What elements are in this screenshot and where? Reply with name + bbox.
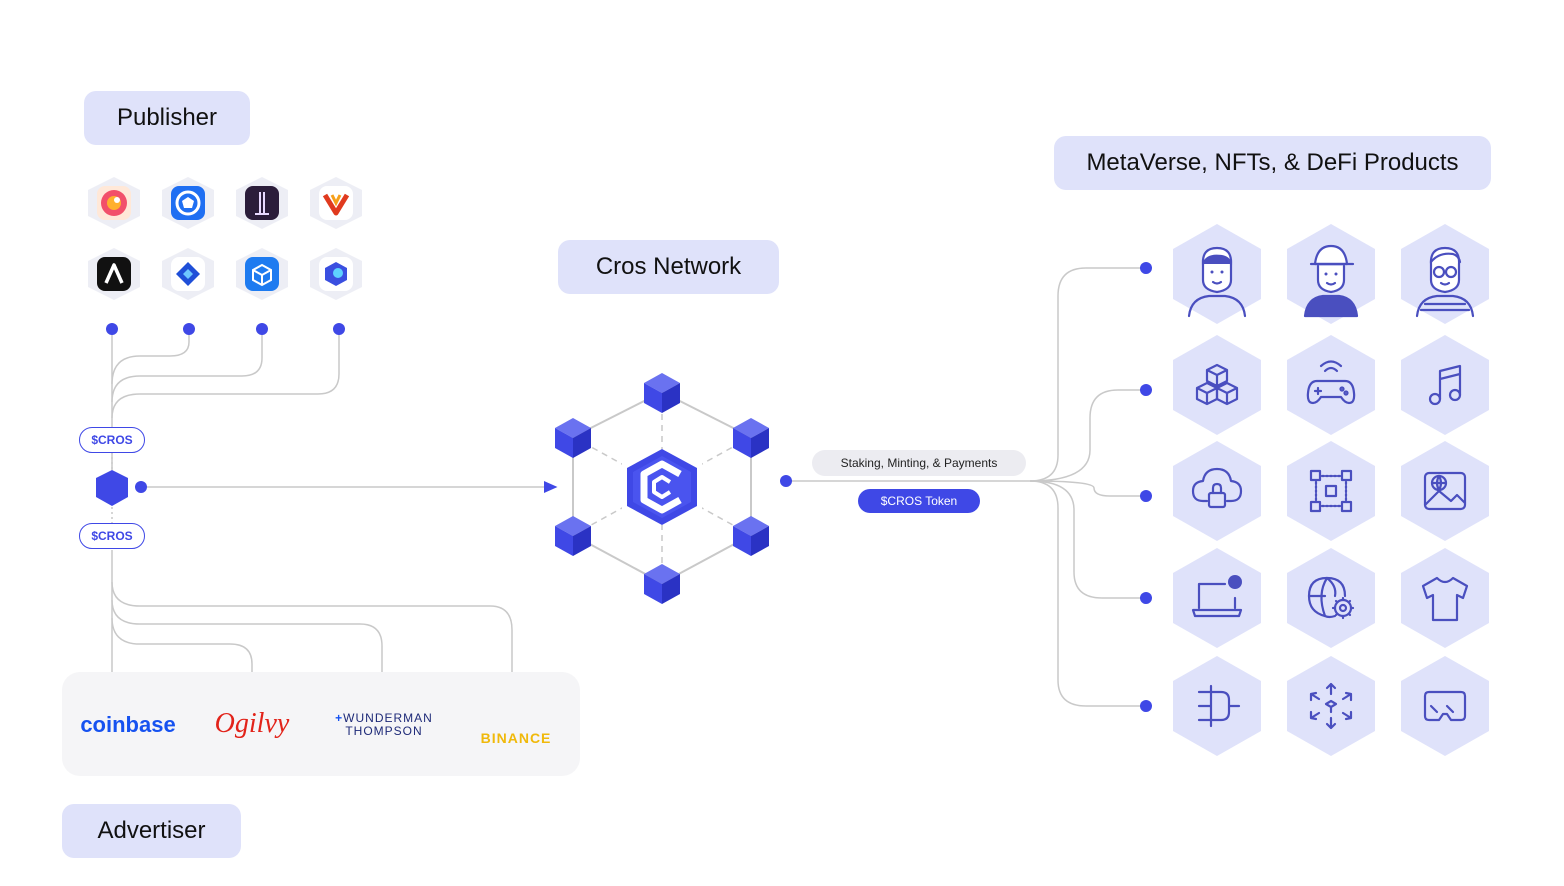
man-avatar-icon: [1173, 224, 1261, 324]
wunderman-line1: WUNDERMAN: [343, 711, 433, 725]
cros-token-label: $CROS Token: [858, 489, 980, 513]
coinbase-logo: coinbase: [80, 712, 176, 737]
network-output-dot: [780, 475, 792, 487]
network-cubes-icon: [1287, 441, 1375, 541]
network-node-cubes: [555, 373, 769, 604]
advertiser-label: Advertiser: [62, 804, 241, 858]
binance-logo: BINANCE: [480, 730, 552, 746]
v-mark-logo-icon: [310, 177, 362, 229]
blue-ring-logo-icon: [162, 177, 214, 229]
publisher-dots: [106, 323, 345, 335]
dark-tower-logo-icon: [236, 177, 288, 229]
wunderman-thompson-logo: +WUNDERMAN THOMPSON: [334, 708, 434, 742]
globe-gear-icon: [1287, 548, 1375, 648]
blocks-icon: [1173, 335, 1261, 435]
globe-picture-icon: [1401, 441, 1489, 541]
advertiser-connectors: [111, 550, 513, 684]
gamepad-icon: [1287, 335, 1375, 435]
a-triangle-logo-icon: [88, 248, 140, 300]
blue-cube-logo-icon: [236, 248, 288, 300]
cros-node-hexagon: [96, 470, 128, 506]
product-tiles: [1173, 224, 1489, 756]
ogilvy-logo: Ogilvy: [214, 708, 290, 739]
blue-diamond-logo-icon: [162, 248, 214, 300]
plus-icon: +: [335, 711, 344, 725]
publisher-connectors: [111, 330, 340, 470]
product-dots: [1140, 262, 1152, 712]
laptop-icon: [1173, 548, 1261, 648]
publisher-label: Publisher: [84, 91, 250, 145]
vr-headset-icon: [1401, 656, 1489, 756]
cros-logo-icon: [627, 449, 697, 525]
products-label: MetaVerse, NFTs, & DeFi Products: [1054, 136, 1491, 190]
music-note-icon: [1401, 335, 1489, 435]
cros-chip-bottom: $CROS: [79, 523, 145, 549]
tshirt-icon: [1401, 548, 1489, 648]
staking-label: Staking, Minting, & Payments: [812, 450, 1026, 476]
cros-network-label: Cros Network: [558, 240, 779, 294]
blue-spiral-logo-icon: [310, 248, 362, 300]
cros-chip-top: $CROS: [79, 427, 145, 453]
woman-cap-avatar-icon: [1287, 224, 1375, 324]
node-output-dot: [135, 481, 147, 493]
expand-cube-icon: [1287, 656, 1375, 756]
wunderman-line2: THOMPSON: [345, 724, 423, 738]
red-swirl-logo-icon: [88, 177, 140, 229]
publisher-logos: [88, 177, 362, 300]
cloud-lock-icon: [1173, 441, 1261, 541]
plug-icon: [1173, 656, 1261, 756]
advertiser-panel: [62, 672, 580, 776]
product-connectors: [786, 267, 1146, 707]
glasses-avatar-icon: [1401, 224, 1489, 324]
